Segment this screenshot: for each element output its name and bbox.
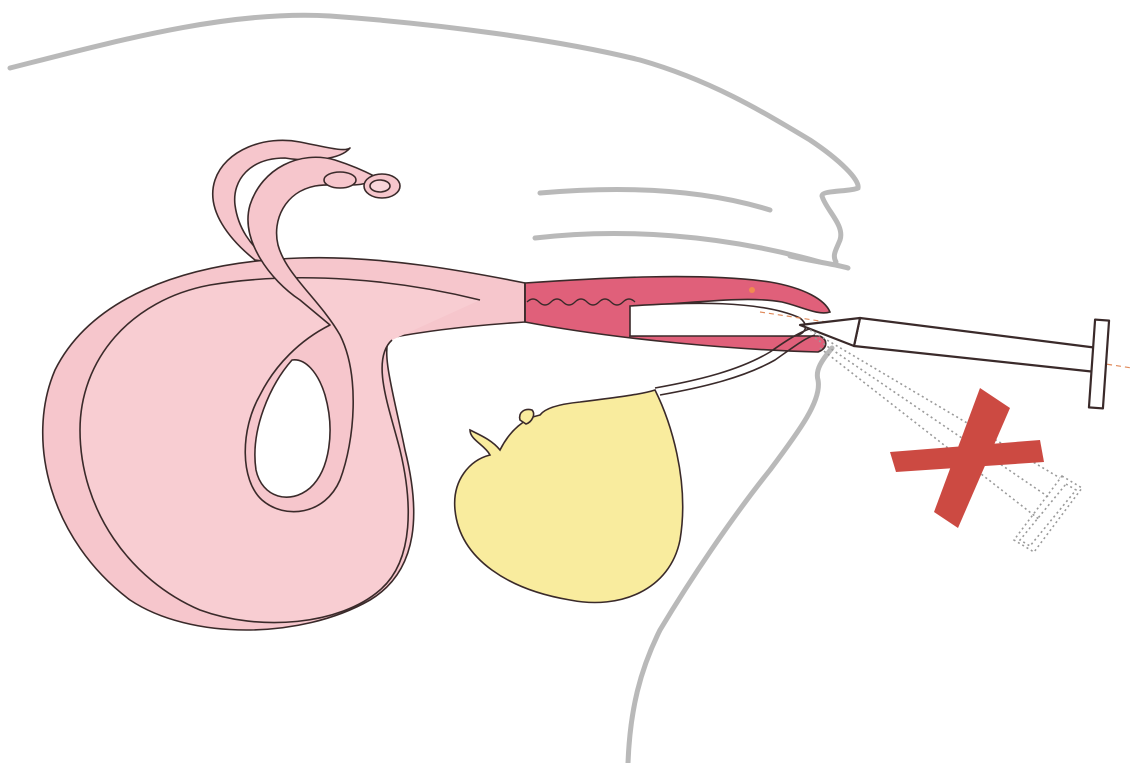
correct-syringe-icon <box>800 318 1109 408</box>
back-outline <box>10 15 858 262</box>
wrong-plunger-inner <box>1020 484 1076 546</box>
bladder <box>455 390 683 603</box>
fold-upper <box>540 189 770 210</box>
cervical-os-dot <box>749 287 755 293</box>
cervix-vagina <box>525 277 830 352</box>
uterus <box>43 140 525 630</box>
ovary-left <box>324 172 356 188</box>
vagina-lumen <box>630 303 805 336</box>
vulva-upper <box>790 256 848 268</box>
cross-mark-icon <box>890 388 1044 528</box>
syringe-plunger-handle <box>1089 320 1109 409</box>
bladder-group <box>455 328 815 603</box>
syringe-barrel <box>854 318 1098 372</box>
ovary-right-inner <box>370 180 390 192</box>
wrong-axis-lower <box>820 348 1040 520</box>
fold-lower <box>535 233 820 262</box>
